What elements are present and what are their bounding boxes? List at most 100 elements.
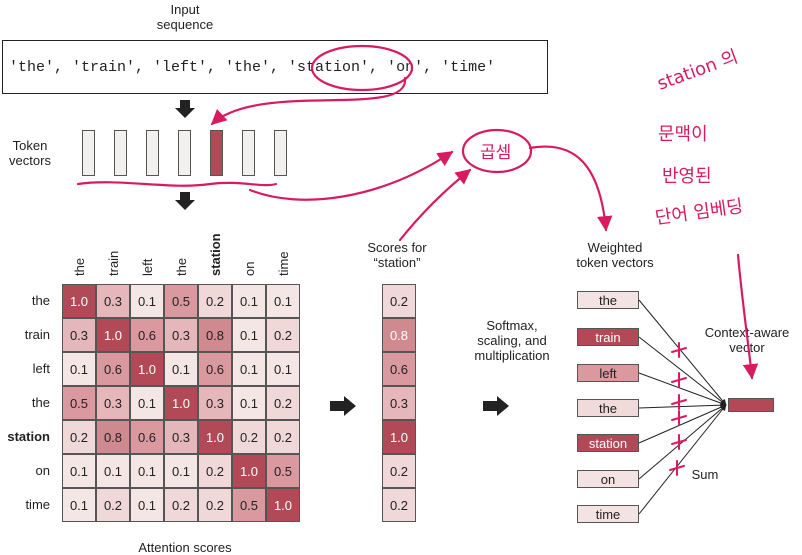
matrix-cell: 0.2 xyxy=(62,420,96,454)
matrix-cell: 1.0 xyxy=(266,488,300,522)
weighted-token-box: on xyxy=(577,470,639,488)
matrix-cell: 0.1 xyxy=(232,284,266,318)
matrix-cell: 0.1 xyxy=(130,454,164,488)
matrix-cell: 0.1 xyxy=(96,454,130,488)
down-arrow-icon xyxy=(175,100,195,118)
matrix-cell: 0.1 xyxy=(130,386,164,420)
plus-marks xyxy=(669,342,687,476)
context-vector xyxy=(728,398,774,412)
weighted-token-box: train xyxy=(577,328,639,346)
score-cell: 0.2 xyxy=(382,454,416,488)
matrix-cell: 0.6 xyxy=(130,318,164,352)
matrix-cell: 0.5 xyxy=(62,386,96,420)
matrix-cell: 0.2 xyxy=(232,420,266,454)
weighted-label: Weighted token vectors xyxy=(565,240,665,270)
token-vector xyxy=(274,130,287,176)
matrix-cell: 0.2 xyxy=(198,488,232,522)
weighted-label-line-2: token vectors xyxy=(576,255,654,270)
matrix-cell: 0.3 xyxy=(62,318,96,352)
token-vector xyxy=(146,130,159,176)
softmax-line-3: multiplication xyxy=(474,348,550,363)
dot-product-annotation: 곱셈 xyxy=(480,143,511,163)
row-label: station xyxy=(7,429,50,444)
right-arrow-icon xyxy=(483,396,509,416)
score-cell: 0.2 xyxy=(382,284,416,318)
note-line-3: 반영된 xyxy=(662,166,712,187)
matrix-cell: 0.1 xyxy=(130,488,164,522)
matrix-cell: 0.6 xyxy=(130,420,164,454)
token-vector xyxy=(82,130,95,176)
matrix-cell: 0.1 xyxy=(62,454,96,488)
matrix-cell: 0.8 xyxy=(198,318,232,352)
sum-arrow xyxy=(638,336,727,406)
row-label: left xyxy=(32,361,50,376)
weighted-token-box: left xyxy=(577,364,639,382)
matrix-cell: 1.0 xyxy=(62,284,96,318)
row-label: time xyxy=(25,497,50,512)
note-annotation: station 의 문맥이 반영된 단어 임베딩 xyxy=(654,46,745,229)
row-label: the xyxy=(31,395,50,410)
matrix-cell: 0.3 xyxy=(198,386,232,420)
matrix-cell: 0.2 xyxy=(266,420,300,454)
input-sequence-box: 'the', 'train', 'left', 'the', 'station'… xyxy=(2,40,548,94)
row-label: train xyxy=(24,327,50,342)
attention-scores-caption: Attention scores xyxy=(138,540,232,555)
matrix-cell: 0.3 xyxy=(96,284,130,318)
matrix-cell: 0.5 xyxy=(164,284,198,318)
sum-connector-lines xyxy=(638,299,727,515)
station-to-token-arrow xyxy=(210,76,407,126)
matrix-cell: 0.5 xyxy=(232,488,266,522)
sum-arrow xyxy=(638,402,727,409)
matrix-cell: 0.2 xyxy=(164,488,198,522)
down-arrow-icon xyxy=(175,192,195,210)
matrix-cell: 0.1 xyxy=(62,352,96,386)
matrix-cell: 1.0 xyxy=(232,454,266,488)
token-vector xyxy=(242,130,255,176)
note-line-4: 단어 임베딩 xyxy=(654,196,745,229)
softmax-line-1: Softmax, xyxy=(486,318,538,333)
input-title-line-2: sequence xyxy=(156,17,214,32)
matrix-cell: 1.0 xyxy=(164,386,198,420)
weighted-token-box: time xyxy=(577,505,639,523)
scores-to-dot-arrow xyxy=(398,168,472,242)
context-label-line-2: vector xyxy=(729,340,765,355)
matrix-cell: 0.2 xyxy=(266,318,300,352)
token-vectors-label: Token vectors xyxy=(0,138,60,168)
sum-arrow xyxy=(638,299,727,406)
matrix-cell: 0.3 xyxy=(96,386,130,420)
softmax-line-2: scaling, and xyxy=(477,333,547,348)
matrix-cell: 0.1 xyxy=(130,284,164,318)
sum-arrow xyxy=(638,404,727,515)
handwritten-annotations xyxy=(76,44,759,476)
input-sequence-title: Input sequence xyxy=(140,2,230,32)
note-line-1: station 의 xyxy=(655,46,741,95)
token-vectors-line-1: Token xyxy=(12,138,48,153)
score-cell: 1.0 xyxy=(382,420,416,454)
input-title-line-1: Input xyxy=(170,2,200,17)
token-vector xyxy=(210,130,223,176)
matrix-cell: 1.0 xyxy=(96,318,130,352)
station-circle xyxy=(310,44,414,92)
matrix-cell: 0.1 xyxy=(164,352,198,386)
underline-to-dot-arrow xyxy=(248,150,454,201)
sum-arrow xyxy=(638,404,727,444)
token-vectors-line-2: vectors xyxy=(9,153,51,168)
scores-label-line-1: Scores for xyxy=(367,240,427,255)
sum-arrow xyxy=(638,372,727,406)
matrix-cell: 0.6 xyxy=(96,352,130,386)
matrix-cell: 0.3 xyxy=(164,318,198,352)
matrix-cell: 0.1 xyxy=(232,318,266,352)
matrix-cell: 0.5 xyxy=(266,454,300,488)
note-line-2: 문맥이 xyxy=(658,124,708,145)
right-arrow-icon xyxy=(330,396,356,416)
score-cell: 0.6 xyxy=(382,352,416,386)
matrix-cell: 0.2 xyxy=(96,488,130,522)
matrix-cell: 1.0 xyxy=(198,420,232,454)
matrix-cell: 0.1 xyxy=(266,284,300,318)
note-to-context-arrow xyxy=(736,253,759,380)
matrix-cell: 0.1 xyxy=(164,454,198,488)
matrix-cell: 0.2 xyxy=(198,284,232,318)
weighted-token-box: the xyxy=(577,399,639,417)
sum-label: Sum xyxy=(691,467,719,482)
